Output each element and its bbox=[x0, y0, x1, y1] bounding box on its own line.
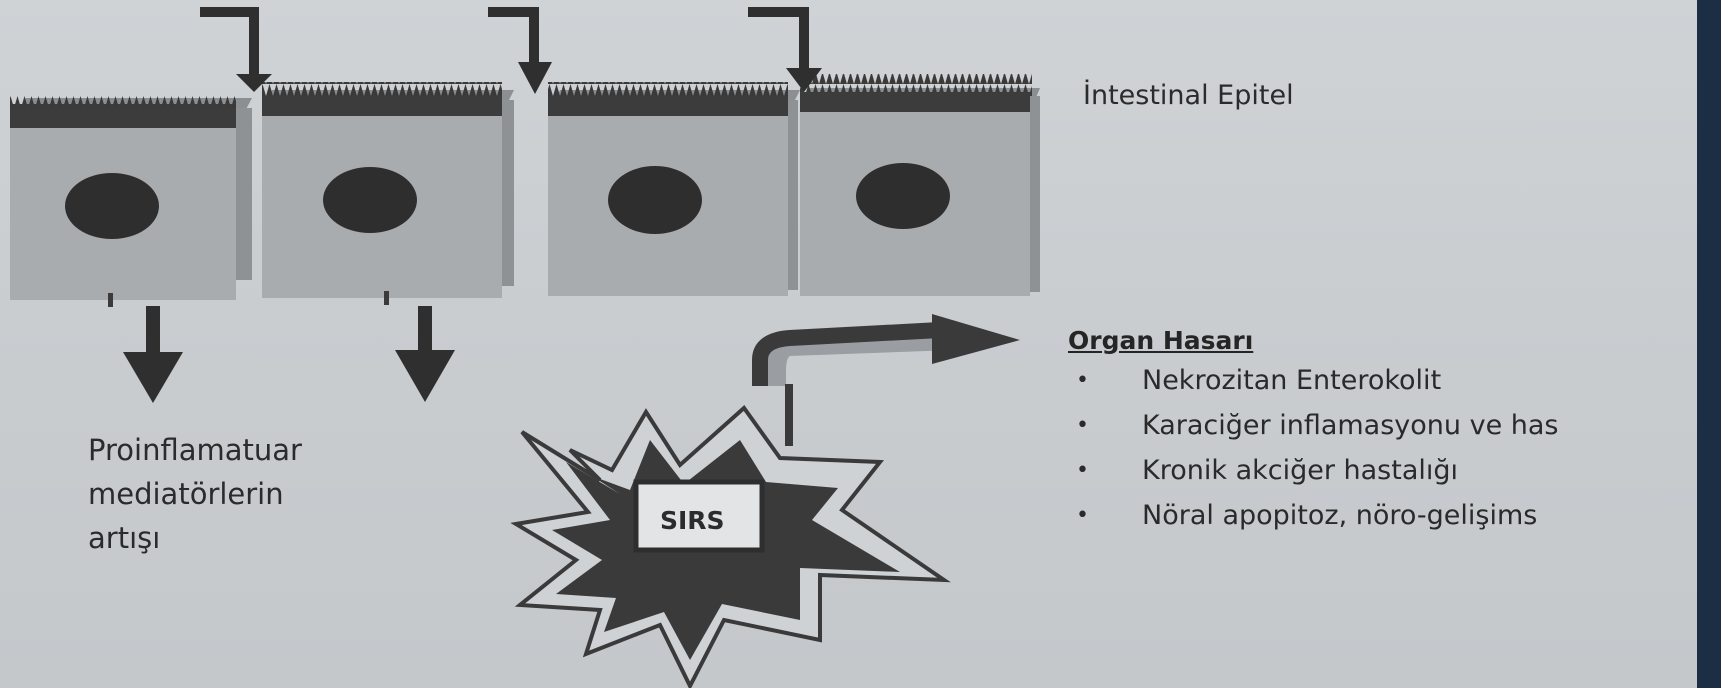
organ-item-1: •Nekrozitan Enterokolit bbox=[1068, 364, 1558, 409]
bullet: • bbox=[1076, 364, 1089, 398]
top-arrow-3 bbox=[748, 12, 804, 70]
organ-item-3: •Kronik akciğer hastalığı bbox=[1068, 454, 1558, 499]
nucleus-1 bbox=[65, 173, 159, 239]
epithelial-cell-2 bbox=[262, 82, 514, 298]
organ-item-4: •Nöral apopitoz, nöro-gelişims bbox=[1068, 499, 1558, 544]
proinflamatuar-label: Proinflamatuar mediatörlerin artışı bbox=[88, 428, 302, 560]
top-arrow-2 bbox=[488, 12, 534, 70]
top-arrows bbox=[200, 12, 804, 76]
organ-item-2: •Karaciğer inflamasyonu ve has bbox=[1068, 409, 1558, 454]
down-arrow-2 bbox=[395, 306, 455, 402]
nucleus-3 bbox=[608, 166, 702, 234]
epithelial-cell-3 bbox=[548, 82, 800, 296]
sirs-curved-arrow bbox=[760, 314, 1020, 446]
organ-damage-list: •Nekrozitan Enterokolit •Karaciğer infla… bbox=[1068, 364, 1558, 544]
top-arrow-1 bbox=[200, 12, 254, 76]
down-arrow-1 bbox=[123, 306, 183, 403]
bullet: • bbox=[1076, 454, 1089, 488]
bullet: • bbox=[1076, 409, 1089, 443]
organ-hasari-title: Organ Hasarı bbox=[1068, 326, 1253, 355]
nucleus-4 bbox=[856, 163, 950, 229]
epithelial-cell-4 bbox=[800, 74, 1040, 296]
sirs-label: SIRS bbox=[660, 506, 725, 535]
window-edge-strip bbox=[1697, 0, 1721, 688]
top-arrow-2-head bbox=[518, 62, 552, 94]
nucleus-2 bbox=[323, 167, 417, 233]
intestinal-epitel-label: İntestinal Epitel bbox=[1083, 80, 1294, 111]
tick-1 bbox=[108, 293, 113, 307]
sirs-starburst bbox=[516, 408, 944, 686]
tick-2 bbox=[384, 291, 389, 305]
epithelial-cell-1 bbox=[10, 96, 252, 300]
bullet: • bbox=[1076, 499, 1089, 533]
